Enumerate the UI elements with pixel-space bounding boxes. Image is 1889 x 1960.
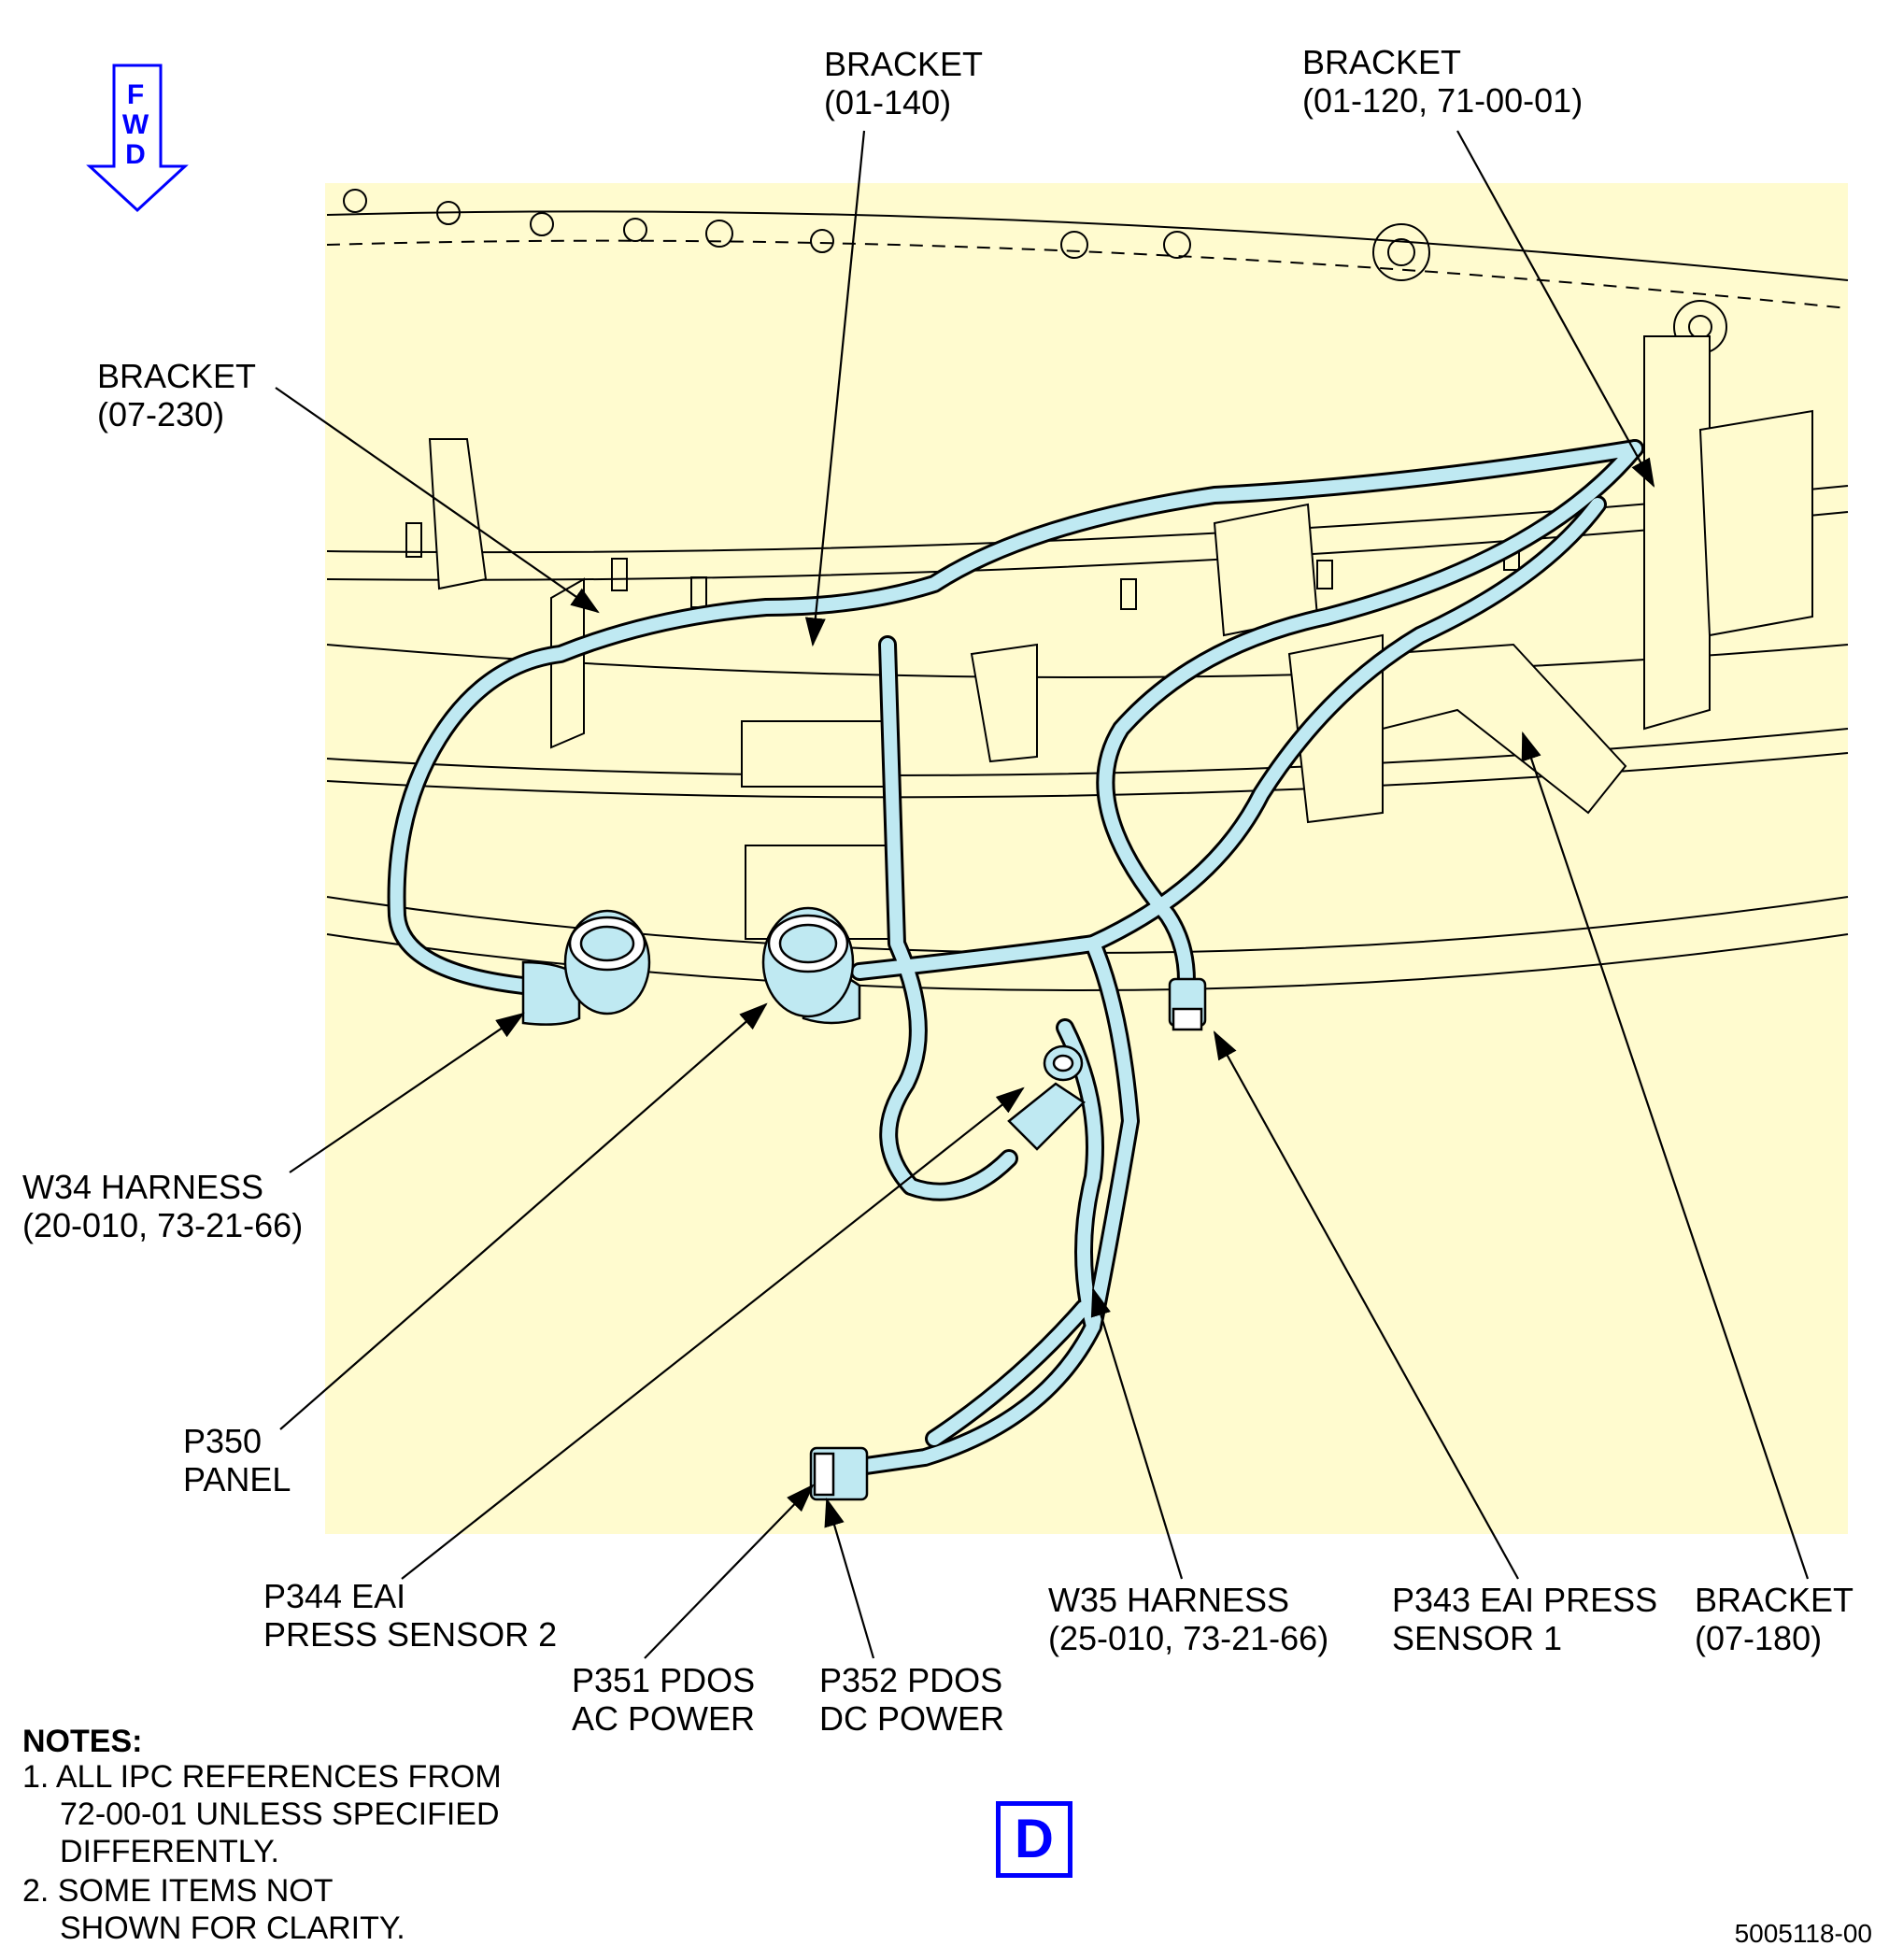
leader-w35-harness [1090,1286,1184,1580]
callout-line: W34 HARNESS [22,1168,264,1206]
callout-bracket-01-140: BRACKET (01-140) [824,45,983,121]
connector-p351-p352 [809,1446,869,1501]
callout-line: PRESS SENSOR 2 [263,1615,558,1654]
connector-p350-panel [761,906,861,1025]
callout-line: (01-140) [824,83,952,121]
connector-p344 [1007,1044,1086,1151]
callout-line: AC POWER [572,1699,756,1738]
callout-line: P352 PDOS [819,1661,1003,1699]
leader-bracket-01-140 [804,130,866,647]
callout-line: DC POWER [819,1699,1004,1738]
callout-bracket-01-120: BRACKET (01-120, 71-00-01) [1302,43,1583,120]
connector-p350 [521,909,651,1026]
engine-case-structure [326,189,1849,991]
callout-line: (25-010, 73-21-66) [1048,1619,1329,1657]
note-line: 2. SOME ITEMS NOT [22,1873,334,1909]
callout-w34-harness: W34 HARNESS (20-010, 73-21-66) [22,1168,303,1244]
callout-line: BRACKET [97,357,257,395]
note-line: DIFFERENTLY. [60,1834,279,1869]
callout-line: BRACKET [1302,43,1462,81]
connector-p343 [1168,977,1207,1031]
leader-p343 [1213,1030,1519,1580]
callout-line: P350 [183,1422,263,1460]
callout-bracket-07-230: BRACKET (07-230) [97,357,256,433]
callout-line: BRACKET [1695,1581,1854,1619]
forward-arrow-letter: F [126,79,145,110]
callout-bracket-07-180: BRACKET (07-180) [1695,1581,1853,1657]
callout-line: W35 HARNESS [1048,1581,1290,1619]
note-item: 2. SOME ITEMS NOT SHOWN FOR CLARITY. [22,1872,405,1947]
figure-number: 5005118-00 [1734,1919,1872,1948]
callout-p352: P352 PDOS DC POWER [819,1661,1004,1738]
note-line: 72-00-01 UNLESS SPECIFIED [60,1797,500,1832]
leader-p350-panel [279,1002,768,1430]
leader-bracket-07-230 [275,387,600,614]
notes-title: NOTES: [22,1724,143,1759]
harness-runs [387,439,1644,1476]
callout-p351: P351 PDOS AC POWER [572,1661,755,1738]
callout-line: P351 PDOS [572,1661,756,1699]
view-label-box: D [996,1801,1072,1878]
leader-p344 [401,1087,1025,1580]
leader-p351 [644,1484,815,1659]
callout-line: (07-180) [1695,1619,1823,1657]
leader-p352 [824,1497,875,1659]
callout-line: (01-120, 71-00-01) [1302,81,1584,120]
leader-bracket-01-120 [1456,130,1655,488]
callout-p350-panel: P350 PANEL [183,1422,291,1498]
callout-line: (20-010, 73-21-66) [22,1206,304,1244]
callout-line: P343 EAI PRESS [1392,1581,1658,1619]
leader-bracket-07-180 [1521,731,1810,1580]
forward-arrow-letter: W [121,109,149,140]
callout-line: BRACKET [824,45,984,83]
callout-line: (07-230) [97,395,225,433]
callout-line: SENSOR 1 [1392,1619,1563,1657]
leader-w34-harness [289,1012,525,1173]
leader-lines [275,130,1810,1659]
note-line: 1. ALL IPC REFERENCES FROM [22,1759,502,1795]
callout-w35-harness: W35 HARNESS (25-010, 73-21-66) [1048,1581,1328,1657]
callout-p344: P344 EAI PRESS SENSOR 2 [263,1577,557,1654]
note-line: SHOWN FOR CLARITY. [60,1910,405,1946]
callout-line: P344 EAI [263,1577,406,1615]
callout-line: PANEL [183,1460,291,1498]
forward-arrow-icon [86,64,189,213]
forward-arrow-letter: D [125,139,146,170]
callout-p343: P343 EAI PRESS SENSOR 1 [1392,1581,1657,1657]
note-item: 1. ALL IPC REFERENCES FROM 72-00-01 UNLE… [22,1758,502,1870]
